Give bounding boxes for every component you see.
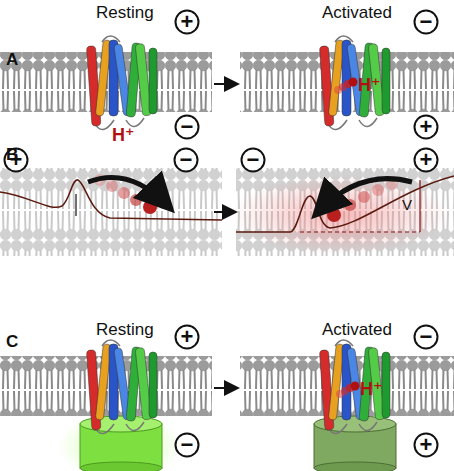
charge-circle: − [240,147,266,173]
charge-sign: − [413,9,439,35]
charge-circle: + [174,9,200,35]
text-label: Resting [96,3,154,23]
text-label: Resting [96,320,154,340]
charge-sign: + [174,324,200,350]
text-label: A [6,50,18,70]
field-glow [230,175,450,255]
charge-circle: − [174,114,200,140]
charge-sign: + [413,114,439,140]
charge-sign: − [174,114,200,140]
text-label: H⁺ [358,74,381,96]
barrier-height [75,194,76,216]
charge-circle: + [174,324,200,350]
curved-arrow [318,179,412,212]
text-label: H⁺ [112,124,135,146]
curved-arrow [88,177,168,206]
charge-circle: − [413,9,439,35]
proton-chain [336,382,360,399]
transition-arrow [214,387,236,389]
charge-circle: + [413,147,439,173]
text-label: B [6,145,18,165]
charge-circle: + [413,432,439,458]
protein [86,36,157,130]
transition-arrow [214,211,234,213]
energy-curve [0,180,222,220]
protein [319,36,390,130]
charge-sign: − [240,147,266,173]
protein [86,340,157,434]
text-label: C [6,332,18,352]
proton-chain [334,78,358,95]
text-label: Activated [322,320,392,340]
charge-sign: − [173,147,199,173]
charge-sign: + [413,147,439,173]
charge-sign: + [174,9,200,35]
protein [319,340,390,434]
fluorescence-glow [58,412,182,471]
proton-trail [94,174,398,222]
charge-sign: − [413,324,439,350]
dashed-baseline [300,231,420,232]
charge-sign: − [174,432,200,458]
text-label: H⁺ [360,378,383,400]
transition-arrow [214,83,236,85]
voltage-dimension [419,180,420,232]
membrane-faded [0,168,454,256]
energy-curve [236,176,454,232]
charge-circle: − [174,432,200,458]
text-label: V [402,196,412,213]
text-label: Activated [322,3,392,23]
charge-sign: + [413,432,439,458]
charge-circle: − [413,324,439,350]
charge-circle: − [173,147,199,173]
charge-circle: + [413,114,439,140]
